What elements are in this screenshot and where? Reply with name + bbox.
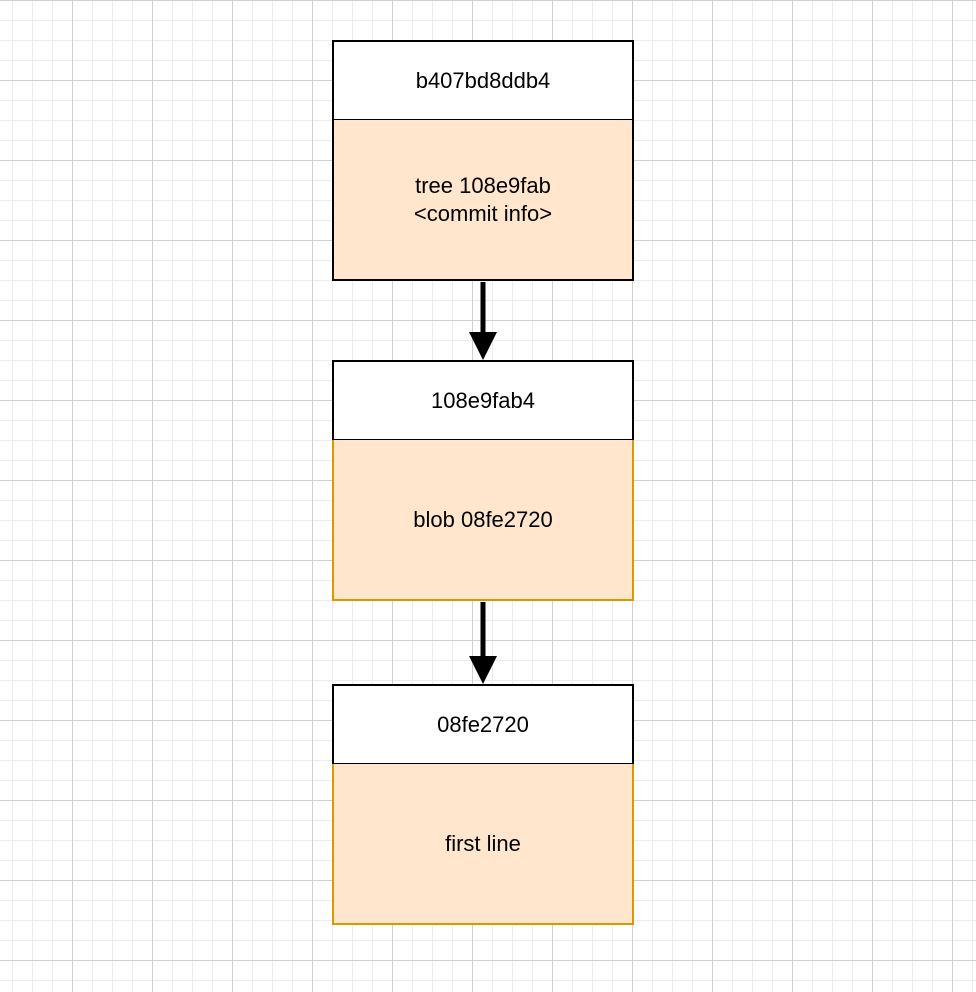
tree-node-header: 108e9fab4 bbox=[332, 360, 634, 441]
commit-node-header: b407bd8ddb4 bbox=[332, 40, 634, 121]
commit-node-body: tree 108e9fab <commit info> bbox=[332, 120, 634, 281]
blob-node-body: first line bbox=[332, 764, 634, 925]
commit-node-body-line: <commit info> bbox=[413, 200, 553, 226]
blob-node-body-line: first line bbox=[445, 830, 521, 856]
blob-node-header: 08fe2720 bbox=[332, 684, 634, 765]
arrow-tree-to-blob[interactable] bbox=[469, 602, 497, 684]
tree-node-body-line: blob 08fe2720 bbox=[413, 506, 553, 532]
commit-node-body-line: tree 108e9fab bbox=[415, 172, 551, 198]
arrow-commit-to-tree[interactable] bbox=[469, 282, 497, 360]
tree-node-body: blob 08fe2720 bbox=[332, 440, 634, 601]
